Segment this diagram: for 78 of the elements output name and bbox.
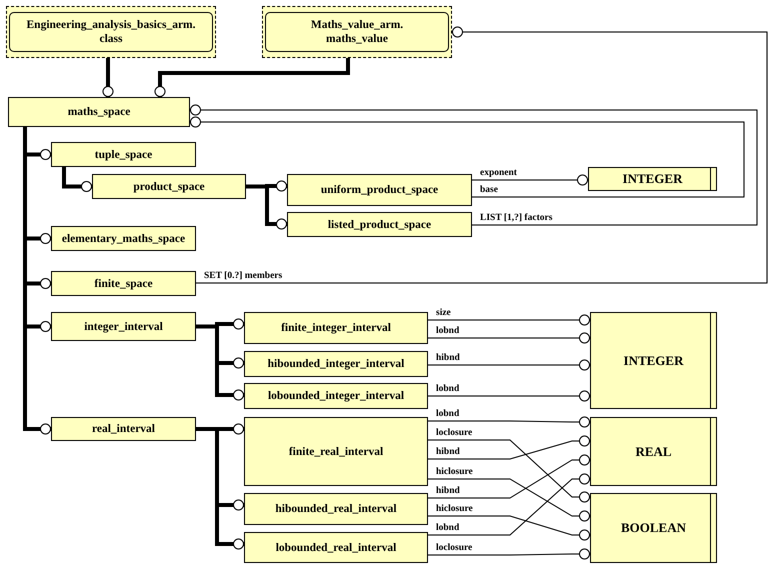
attribute-line (428, 474, 590, 536)
entity-name: hibounded_integer_interval (268, 358, 404, 370)
entity-name: lobounded_real_interval (276, 542, 396, 554)
entity-box (287, 174, 472, 206)
attribute-line (428, 548, 590, 560)
entity-box (51, 417, 196, 441)
edge-label: size (436, 309, 451, 318)
entity-box (287, 212, 472, 237)
edge-label: LIST [1,?] factors (480, 214, 552, 224)
entity-name: Maths_value_arm. maths_value (310, 18, 404, 46)
entity-name: listed_product_space (328, 218, 432, 230)
attribute-line (428, 454, 590, 498)
edge-label: loclosure (436, 429, 472, 438)
entity-name: REAL (635, 444, 672, 460)
simple-type-box (588, 167, 717, 191)
entity-name: lobounded_integer_interval (268, 390, 404, 402)
entity-name: real_interval (92, 423, 156, 435)
entity-name: finite_integer_interval (281, 322, 391, 334)
entity-name: finite_space (94, 278, 153, 290)
reference-frame (262, 6, 452, 58)
edge-label: base (480, 186, 498, 196)
entity-name: tuple_space (94, 148, 152, 160)
simple-type-box (590, 312, 717, 409)
subtype-line (62, 167, 92, 192)
entity-box (8, 97, 190, 127)
edge-label: lobnd (436, 410, 460, 420)
entity-name: elementary_maths_space (62, 232, 186, 244)
entity-box (51, 271, 196, 296)
attribute-line (428, 360, 590, 370)
edge-label: hibnd (436, 354, 460, 364)
edge-label: lobnd (436, 327, 460, 336)
attribute-line (428, 416, 590, 428)
edge-label: loclosure (436, 544, 472, 554)
entity-box (51, 142, 196, 167)
edge-label: exponent (480, 169, 517, 178)
subtype-line (154, 58, 350, 97)
attribute-line (472, 174, 588, 186)
simple-type-box (590, 417, 717, 486)
entity-name: product_space (133, 180, 205, 192)
entity-name: maths_space (68, 106, 130, 118)
entity-box (92, 174, 246, 199)
attribute-line (428, 478, 590, 522)
edge-label: lobnd (436, 524, 460, 534)
entity-name: integer_interval (84, 320, 163, 332)
edge-label: hibnd (436, 487, 460, 496)
entity-name: Engineering_analysis_basics_arm. class (26, 18, 196, 46)
attribute-line (428, 314, 590, 326)
entity-box (51, 312, 196, 341)
entity-box (244, 417, 428, 486)
edge-label: hibnd (436, 448, 460, 458)
entity-name: hibounded_real_interval (275, 503, 397, 515)
subtype-line (23, 127, 51, 434)
entity-box (51, 226, 196, 251)
entity-box (244, 312, 428, 344)
entity-box (244, 532, 428, 563)
edge-label: lobnd (436, 385, 460, 394)
edge-label: hiclosure (436, 505, 473, 514)
simple-type-box (590, 493, 717, 563)
entity-name: INTEGER (622, 171, 682, 187)
attribute-line (196, 26, 768, 284)
attribute-line (428, 440, 590, 502)
entity-name: finite_real_interval (288, 446, 384, 458)
attribute-line (428, 390, 590, 402)
entity-name: INTEGER (624, 352, 684, 368)
entity-box (244, 493, 428, 525)
entity-name: BOOLEAN (620, 520, 686, 536)
attribute-line (190, 104, 758, 226)
subtype-line (102, 58, 114, 97)
entity-name: uniform_product_space (320, 184, 438, 196)
edge-label: SET [0.?] members (204, 272, 282, 282)
edge-label: hiclosure (436, 468, 473, 478)
reference-frame (6, 6, 216, 58)
entity-box (244, 351, 428, 377)
attribute-line (428, 436, 590, 460)
attribute-line (428, 516, 590, 540)
attribute-line (190, 116, 744, 198)
attribute-line (428, 332, 590, 344)
entity-box (244, 383, 428, 409)
